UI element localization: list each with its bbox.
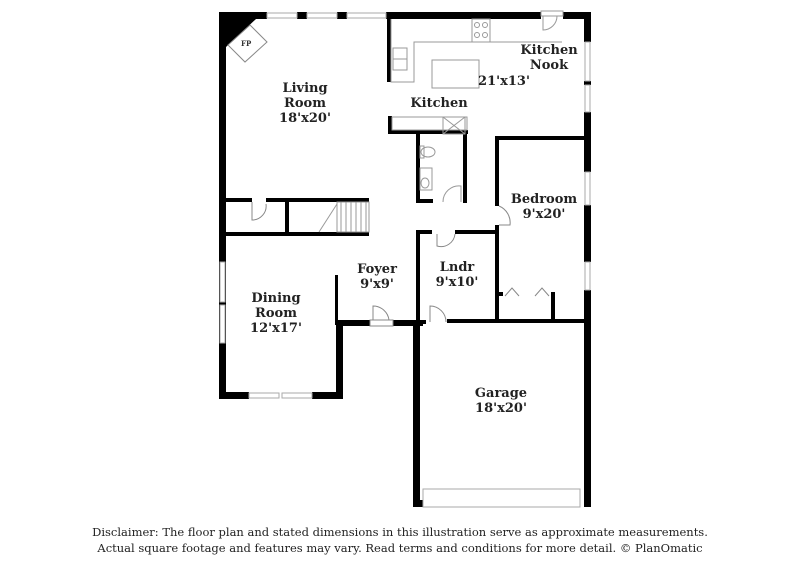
- garage-dims: 18'x20': [475, 401, 527, 416]
- bedroom-label: Bedroom 9'x20': [511, 192, 577, 222]
- bedroom-name: Bedroom: [510, 192, 578, 207]
- bathroom-fixtures: [419, 145, 462, 203]
- sink-icon: [392, 47, 408, 60]
- living-room-dims: 18'x20': [279, 111, 331, 126]
- stairs-icon: [318, 201, 370, 233]
- foyer-dims: 9'x9': [360, 277, 394, 292]
- dining-room-label: Dining Room 12'x17': [250, 291, 302, 336]
- laundry-dims: 9'x10': [435, 275, 479, 290]
- exterior-walls: [219, 12, 591, 507]
- garage-label: Garage 18'x20': [475, 386, 527, 416]
- living-room-name-2: Room: [284, 96, 326, 111]
- laundry-label: Lndr 9'x10': [436, 260, 479, 290]
- kitchen-name: Kitchen: [410, 96, 468, 111]
- dining-room-name-1: Dining: [251, 291, 301, 306]
- interior-walls: [225, 12, 589, 325]
- kitchen-nook-name-2: Nook: [529, 58, 569, 73]
- fireplace-icon: [226, 19, 268, 63]
- laundry-name: Lndr: [439, 260, 475, 275]
- disclaimer-line-1: Disclaimer: The floor plan and stated di…: [92, 525, 708, 539]
- kitchen-island: [431, 59, 480, 89]
- garage-door: [422, 488, 581, 508]
- kitchen-nook-label: Kitchen Nook: [520, 43, 577, 73]
- disclaimer-line-2: Actual square footage and features may v…: [97, 541, 703, 555]
- living-room-label: Living Room 18'x20': [279, 81, 331, 126]
- kitchen-dims-label: 21'x13': [478, 74, 530, 89]
- windows: [219, 12, 591, 399]
- kitchen-label: Kitchen: [410, 96, 467, 111]
- kitchen-fixtures: [390, 10, 564, 135]
- bath-sink-icon: [419, 167, 433, 191]
- kitchen-dims: 21'x13': [478, 74, 530, 89]
- doors: [251, 202, 550, 327]
- disclaimer: Disclaimer: The floor plan and stated di…: [0, 524, 800, 556]
- stove-icon: [471, 18, 491, 43]
- dining-room-dims: 12'x17': [250, 321, 302, 336]
- fireplace-label: FP: [241, 39, 252, 48]
- garage-name: Garage: [474, 386, 528, 401]
- toilet-icon: [420, 146, 436, 158]
- living-room-name-1: Living: [282, 81, 328, 96]
- bedroom-dims: 9'x20': [522, 207, 566, 222]
- foyer-label: Foyer 9'x9': [357, 262, 397, 292]
- pantry-icon: [442, 116, 466, 135]
- dining-room-name-2: Room: [255, 306, 297, 321]
- kitchen-nook-name-1: Kitchen: [520, 43, 578, 58]
- foyer-name: Foyer: [357, 262, 397, 277]
